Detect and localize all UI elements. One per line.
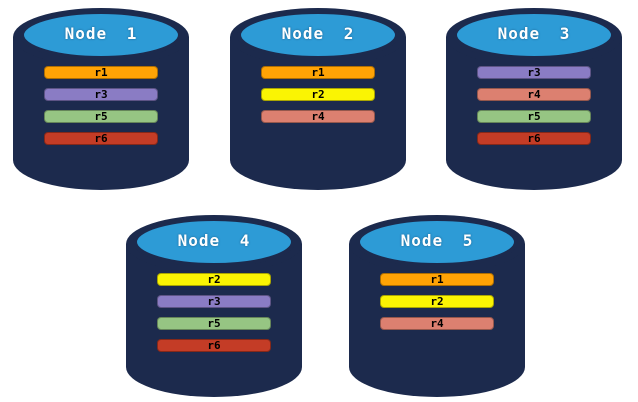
replica-bar-r5: r5 xyxy=(44,110,158,123)
replica-bar-r4: r4 xyxy=(477,88,591,101)
replica-bar-r2: r2 xyxy=(261,88,375,101)
node-title: Node 2 xyxy=(281,24,355,43)
replica-bar-r3: r3 xyxy=(477,66,591,79)
node-title: Node 3 xyxy=(497,24,571,43)
database-cylinder-icon xyxy=(349,215,525,397)
replica-bar-r6: r6 xyxy=(44,132,158,145)
node-1: Node 1 r1 r3 r5 r6 xyxy=(12,7,190,191)
replica-bar-r1: r1 xyxy=(380,273,494,286)
replica-bar-r4: r4 xyxy=(380,317,494,330)
replica-bar-r6: r6 xyxy=(157,339,271,352)
node-5: Node 5 r1 r2 r4 xyxy=(348,214,526,398)
node-2: Node 2 r1 r2 r4 xyxy=(229,7,407,191)
replica-list: r3 r4 r5 r6 xyxy=(445,66,623,145)
node-4: Node 4 r2 r3 r5 r6 xyxy=(125,214,303,398)
node-title: Node 5 xyxy=(400,231,474,250)
node-title: Node 4 xyxy=(177,231,251,250)
replica-bar-r6: r6 xyxy=(477,132,591,145)
replica-bar-r1: r1 xyxy=(44,66,158,79)
replica-bar-r2: r2 xyxy=(157,273,271,286)
replica-list: r1 r3 r5 r6 xyxy=(12,66,190,145)
replica-list: r1 r2 r4 xyxy=(348,273,526,330)
replica-list: r2 r3 r5 r6 xyxy=(125,273,303,352)
node-3: Node 3 r3 r4 r5 r6 xyxy=(445,7,623,191)
node-title: Node 1 xyxy=(64,24,138,43)
replica-bar-r2: r2 xyxy=(380,295,494,308)
replica-bar-r1: r1 xyxy=(261,66,375,79)
replica-bar-r3: r3 xyxy=(157,295,271,308)
database-cylinder-icon xyxy=(126,215,302,397)
replica-bar-r5: r5 xyxy=(157,317,271,330)
replica-bar-r5: r5 xyxy=(477,110,591,123)
replica-list: r1 r2 r4 xyxy=(229,66,407,123)
replica-bar-r3: r3 xyxy=(44,88,158,101)
replica-bar-r4: r4 xyxy=(261,110,375,123)
